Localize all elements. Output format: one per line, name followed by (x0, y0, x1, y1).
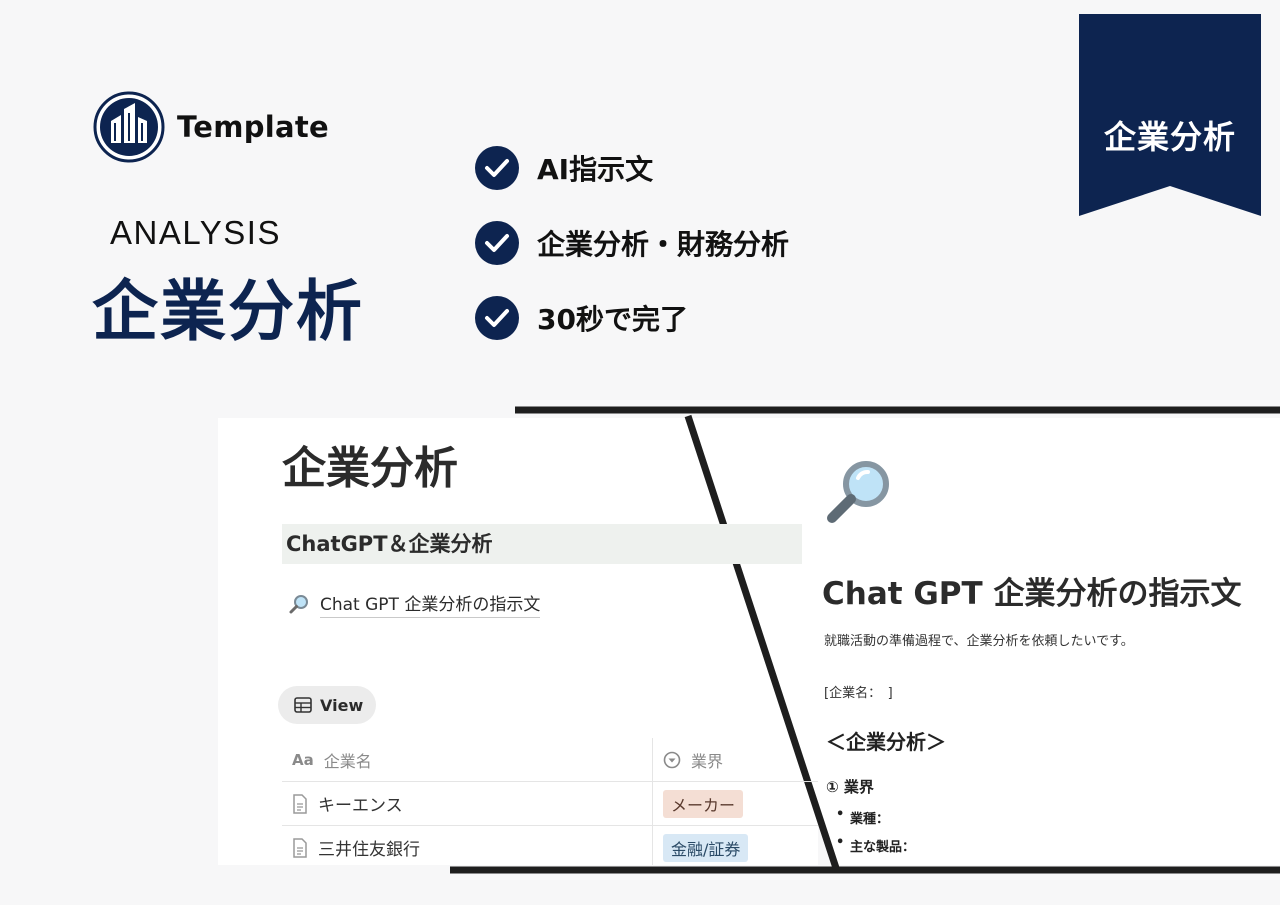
table-row[interactable]: キーエンス メーカー (282, 782, 818, 826)
brand: Template (93, 91, 329, 163)
ribbon-shape (1079, 14, 1261, 216)
select-property-icon (663, 751, 681, 768)
page-title: 企業分析 (282, 443, 458, 494)
page-link-text: Chat GPT 企業分析の指示文 (320, 590, 541, 618)
hero-title: 企業分析 (92, 273, 364, 350)
view-button-label: View (320, 695, 364, 715)
magnifier-icon (289, 595, 308, 614)
document-title: Chat GPT 企業分析の指示文 (822, 576, 1242, 612)
feature-item: AI指示文 (475, 145, 789, 191)
section-heading: ChatGPT＆企業分析 (282, 524, 802, 564)
check-circle-icon (475, 146, 519, 190)
table-icon (294, 697, 312, 713)
column-header-label: 企業名 (323, 751, 372, 771)
row-name: キーエンス (318, 796, 403, 816)
company-name-field: [企業名： ] (824, 686, 893, 701)
magnifier-icon (827, 461, 889, 523)
text-property-icon: Aa (292, 750, 314, 769)
feature-item: 30秒で完了 (475, 295, 789, 341)
feature-item: 企業分析・財務分析 (475, 220, 789, 266)
category-ribbon: 企業分析 (1079, 14, 1261, 216)
row-name: 三井住友銀行 (318, 840, 420, 860)
row-name-cell[interactable]: 三井住友銀行 (282, 835, 652, 860)
feature-label: 30秒で完了 (537, 303, 688, 336)
feature-label: AI指示文 (537, 153, 654, 186)
page-icon (293, 793, 307, 814)
table-row[interactable]: 三井住友銀行 金融/証券 (282, 826, 818, 865)
table-header-row: Aa 企業名 業界 (282, 738, 818, 782)
list-item: 業種： (836, 807, 915, 836)
industry-tag: 金融/証券 (663, 833, 749, 862)
hero-subtitle: ANALYSIS (110, 214, 281, 251)
industry-tag: メーカー (663, 789, 744, 818)
page-icon (293, 837, 307, 858)
database-page: 企業分析 ChatGPT＆企業分析 Chat GPT 企業分析の指示文 View… (218, 418, 818, 865)
building-logo-icon (93, 91, 165, 163)
document-paragraph: 就職活動の準備過程で、企業分析を依頼したいです。 (824, 634, 1134, 649)
ribbon-label: 企業分析 (1103, 118, 1236, 156)
column-header-industry[interactable]: 業界 (652, 738, 818, 781)
view-button[interactable]: View (278, 686, 376, 724)
column-header-label: 業界 (691, 751, 724, 771)
page-link[interactable]: Chat GPT 企業分析の指示文 (288, 590, 541, 618)
brand-name: Template (177, 110, 330, 144)
column-header-name[interactable]: Aa 企業名 (282, 748, 652, 772)
list-item: 主な製品： (836, 835, 915, 864)
prompt-document: Chat GPT 企業分析の指示文 就職活動の準備過程で、企業分析を依頼したいで… (800, 418, 1280, 865)
industry-subheading: ① 業界 (826, 778, 874, 796)
check-circle-icon (475, 221, 519, 265)
feature-label: 企業分析・財務分析 (537, 228, 790, 261)
row-name-cell[interactable]: キーエンス (282, 791, 652, 816)
row-industry-cell[interactable]: メーカー (652, 782, 818, 825)
industry-bullet-list: 業種： 主な製品： (836, 807, 915, 864)
check-circle-icon (475, 296, 519, 340)
analysis-heading: ＜企業分析＞ (826, 730, 946, 754)
database-table: Aa 企業名 業界 キーエンス (282, 738, 818, 865)
row-industry-cell[interactable]: 金融/証券 (652, 826, 818, 865)
feature-list: AI指示文 企業分析・財務分析 30秒で完了 (475, 145, 789, 370)
